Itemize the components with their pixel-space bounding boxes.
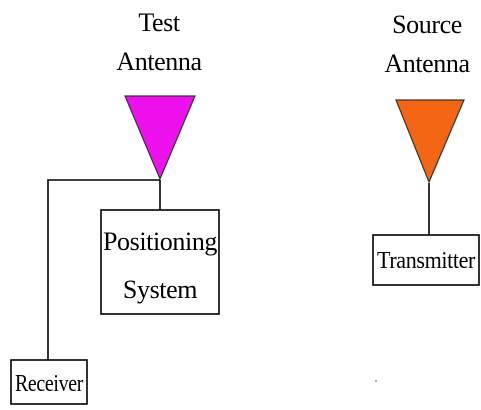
test-antenna-icon (124, 95, 196, 181)
test-antenna-label-line2: Antenna (116, 47, 202, 76)
test-antenna-feed-line (47, 179, 160, 360)
positioning-system-box (100, 209, 220, 315)
receiver-label: Receiver (15, 371, 83, 397)
stray-dot (375, 380, 377, 382)
source-antenna-label-line2: Antenna (384, 49, 470, 78)
receiver-box (10, 359, 88, 405)
positioning-system-label-line1: Positioning (103, 227, 217, 256)
source-antenna-icon (395, 99, 465, 184)
positioning-system-label-line2: System (123, 275, 197, 304)
transmitter-label: Transmitter (377, 248, 475, 274)
test-antenna-label-line1: Test (138, 8, 181, 37)
source-antenna-label-line1: Source (392, 10, 462, 39)
transmitter-box (372, 234, 480, 286)
